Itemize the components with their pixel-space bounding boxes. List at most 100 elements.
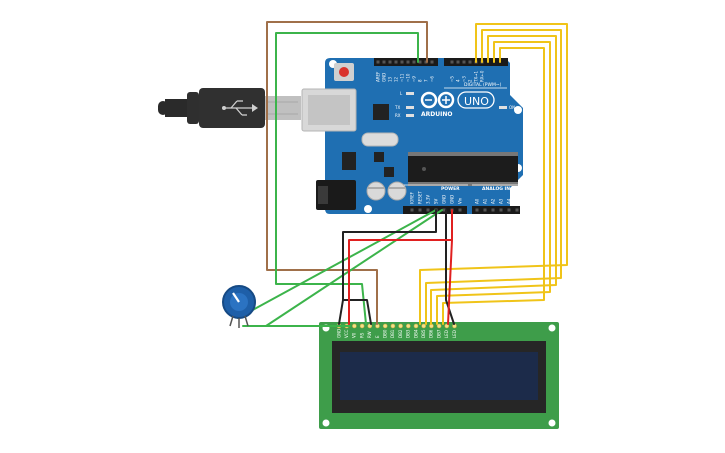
lcd-pin[interactable] (398, 323, 403, 329)
lcd-pin[interactable] (413, 323, 419, 329)
wires (237, 21, 568, 327)
lcd-pin[interactable] (367, 323, 373, 329)
pin-hole[interactable] (400, 60, 404, 64)
digital-pin-label: ~11 (400, 73, 405, 82)
digital-pin-label: ~3 (462, 76, 467, 82)
digital-pin-label: ~6 (430, 76, 435, 82)
pin-hole[interactable] (376, 60, 380, 64)
lcd-pin-label: E (375, 335, 380, 338)
pin-hole[interactable] (483, 208, 487, 212)
led-l-label: L (400, 91, 403, 96)
mounting-hole (364, 205, 372, 213)
analog-pin-label: A0 (475, 198, 480, 204)
pin-hole[interactable] (430, 60, 434, 64)
lcd-pin-label: DB5 (421, 329, 426, 338)
pin-hole[interactable] (475, 208, 479, 212)
pin-hole[interactable] (418, 208, 422, 212)
lcd-pin-label: DB0 (383, 329, 388, 338)
pin-hole[interactable] (450, 60, 454, 64)
wire-green-pot-a[interactable] (237, 209, 437, 319)
pin-hole[interactable] (458, 208, 462, 212)
wire-black-rw[interactable] (342, 299, 372, 325)
pin-hole[interactable] (418, 60, 422, 64)
potentiometer[interactable] (222, 285, 256, 328)
wire-yellow-d5[interactable] (436, 41, 551, 325)
arduino-infinity-logo (420, 91, 455, 109)
lcd-pin-label: DB4 (413, 329, 418, 338)
digital-pin-label: 13 (388, 76, 393, 82)
wire-green-enable[interactable] (275, 32, 419, 325)
wire-red-vcc[interactable] (348, 209, 453, 325)
mounting-hole (322, 419, 330, 427)
pin-hole[interactable] (410, 208, 414, 212)
led-l (406, 92, 414, 95)
power-pin-label: GND (450, 195, 455, 204)
pin-hole[interactable] (456, 60, 460, 64)
crystal-oscillator (361, 132, 399, 147)
lcd-pin[interactable] (436, 323, 442, 329)
power-pin-label: 5V (434, 198, 439, 204)
pin-hole[interactable] (406, 60, 410, 64)
pin-hole[interactable] (462, 60, 466, 64)
lcd-pin-label: V0 (352, 332, 357, 338)
digital-pin-label: 12 (394, 76, 399, 82)
usb-plug-metal (265, 96, 301, 120)
potentiometer-indicator (232, 292, 240, 303)
voltage-regulator (342, 152, 356, 170)
lcd-pin-label: DB3 (406, 329, 411, 338)
wire-black-gnd[interactable] (338, 209, 437, 325)
lcd-pin[interactable] (382, 323, 388, 329)
power-pin-label: Vin (458, 197, 463, 204)
lcd-pin-label: LED (444, 330, 449, 338)
pin-hole[interactable] (468, 60, 472, 64)
led-on-label: ON (509, 105, 515, 110)
analog-pin-label: A1 (483, 198, 488, 204)
pin-hole[interactable] (507, 208, 511, 212)
wire-yellow-d6[interactable] (442, 47, 545, 325)
arduino-brand-label: ARDUINO (421, 111, 452, 118)
pin-hole[interactable] (382, 60, 386, 64)
uno-model-label: UNO (464, 95, 489, 108)
analog-pin-label: A3 (499, 198, 504, 204)
led-rx-label: RX (395, 113, 401, 118)
digital-pin-label: 8 (418, 79, 423, 82)
reset-button[interactable] (339, 67, 349, 77)
lcd-pin[interactable] (390, 323, 396, 329)
pin-hole[interactable] (491, 208, 495, 212)
pin-hole[interactable] (499, 208, 503, 212)
usb-chip (373, 104, 389, 120)
pin-hole[interactable] (394, 60, 398, 64)
usb-cable[interactable] (158, 88, 301, 128)
wire-yellow-d3[interactable] (425, 29, 562, 325)
wire-yellow-d4[interactable] (430, 35, 557, 325)
pin-hole[interactable] (426, 208, 430, 212)
pin-hole[interactable] (388, 60, 392, 64)
analog-pin-label: A2 (491, 198, 496, 204)
digital-header-left (374, 58, 438, 66)
digital-pin-label: 2 (468, 79, 473, 82)
digital-pin-label: ~5 (450, 76, 455, 82)
analog-pin-label: A4 (507, 198, 512, 204)
analog-pin-label: A5 (515, 198, 520, 204)
wire-brown-rs[interactable] (266, 21, 428, 325)
pin-hole[interactable] (442, 208, 446, 212)
wire-yellow-d2[interactable] (419, 23, 568, 325)
pin-hole[interactable] (412, 60, 416, 64)
wire-green-pot-b[interactable] (265, 209, 443, 327)
power-pin-label: RESET (418, 191, 423, 204)
lcd-pin-label: DB1 (390, 329, 395, 338)
lcd-pin[interactable] (359, 323, 365, 329)
pin-hole[interactable] (515, 208, 519, 212)
lcd-pin[interactable] (405, 323, 411, 329)
wire-red-led[interactable] (447, 239, 453, 325)
lcd-pin[interactable] (444, 323, 450, 329)
mounting-hole (548, 419, 556, 427)
lcd-pin[interactable] (421, 323, 427, 329)
lcd-pin[interactable] (352, 323, 357, 329)
capacitor (366, 181, 386, 201)
